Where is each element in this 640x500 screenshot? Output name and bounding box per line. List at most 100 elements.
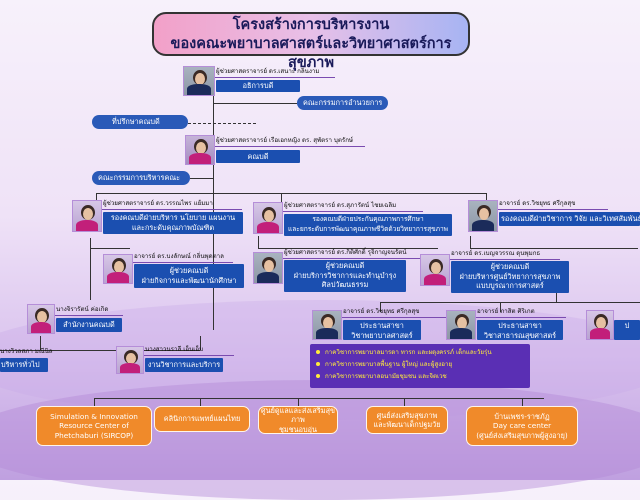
dean-name: ผู้ช่วยศาสตราจารย์ ดร.เสนาะ กลิ่นงาม: [216, 68, 320, 75]
connector-line: [470, 248, 638, 249]
faculty-dean-photo: [185, 135, 215, 165]
office-head-name: นางจิรารัตน์ ค่อเกิด: [56, 306, 109, 313]
chart-title: โครงสร้างการบริหารงาน ของคณะพยาบาลศาสตร์…: [152, 12, 470, 71]
program-head-2-title: ประธานสาขา วิชาสาธารณสุขศาสตร์: [477, 320, 563, 340]
name-underline: [215, 137, 365, 147]
connector-line: [200, 336, 201, 350]
connector-line: [213, 103, 297, 104]
name-underline: [283, 249, 441, 259]
vice-dean-1-title-line-2: และกระดับคุณภาพบัณฑิต: [131, 222, 215, 232]
bullet-icon: [316, 374, 320, 378]
name-underline: [215, 68, 335, 78]
assistant-dean-2-title-line-3: ศิลปวัฒนธรรม: [321, 280, 369, 289]
program-head-1-title-line-1: ประธานสาขา: [360, 321, 404, 330]
vice-dean-2-name: ผู้ช่วยศาสตราจารย์ ดร.สุภารัตน์ ไชยเฉลิม: [284, 202, 397, 209]
program-head-2-title-line-1: ประธานสาขา: [498, 321, 542, 330]
program-head-3-photo: [586, 310, 614, 340]
connector-line: [96, 193, 97, 203]
general-admin-title: บริหารทั่วไป: [0, 358, 48, 372]
office-head-title: สำนักงานคณบดี: [56, 318, 122, 332]
name-underline: [342, 308, 454, 318]
program-head-3-title-line-1: ป: [624, 321, 630, 330]
assistant-dean-1-name: อาจารย์ ดร.บงลักษณ์ กลิ่นพุดตาล: [134, 253, 224, 260]
vice-dean-2-photo: [253, 202, 283, 234]
academic-service-photo: [116, 346, 144, 374]
connector-line: [500, 302, 501, 312]
program-item-label: กาควิชาการพยาบาลพื้นฐาน ผู้ใหญ่ และผู้สู…: [325, 361, 453, 368]
program-head-1-title: ประธานสาขา วิชาพยาบาลศาสตร์: [343, 320, 421, 340]
unit-child-development: ศูนย์ส่งเสริมสุขภาพ และพัฒนาเด็กปฐมวัย: [366, 406, 448, 434]
assistant-dean-2-name: ผู้ช่วยศาสตราจารย์ ดร.กิติศักดิ์ รุจิกาญ…: [284, 249, 407, 256]
advisor-box: ที่ปรึกษาคณบดี: [92, 115, 188, 129]
connector-line: [94, 398, 95, 406]
assistant-dean-1-title: ผู้ช่วยคณบดี ฝ่ายกิจการและพัฒนานักศึกษา: [134, 264, 244, 288]
name-underline: [283, 202, 423, 212]
academic-service-name: นางสาวนราลี เอ็นเอ็ม: [145, 346, 204, 353]
connector-line: [380, 302, 640, 303]
name-underline: [133, 253, 233, 263]
general-admin-name: นางวิวลสภา มณีนิล: [0, 348, 53, 355]
assistant-dean-2-title-line-2: ฝ่ายบริการวิชาการและทำนุบำรุง: [293, 270, 397, 280]
unit-sircop-line-3: Phetchaburi (SIRCOP): [54, 430, 134, 440]
unit-child-development-line-1: ศูนย์ส่งเสริมสุขภาพ: [376, 410, 438, 420]
assistant-dean-3-name: อาจารย์ ดร.เบญจวรรณ ดุนพุมกธ: [451, 250, 541, 257]
faculty-dean-name: ผู้ช่วยศาสตราจารย์ เรือเอกหญิง ดร. สุพัต…: [216, 137, 354, 144]
vice-dean-3-photo: [468, 200, 498, 232]
connector-line: [404, 398, 405, 406]
name-underline: [476, 308, 566, 318]
title-line-2: ของคณะพยาบาลศาสตร์และวิทยาศาสตร์การสุขภา…: [170, 36, 452, 71]
unit-community-health: ศูนย์ดูแลและส่งเสริมสุขภาพ ชุมชนอบอุ่น: [258, 406, 338, 434]
program-item: กาควิชาการพยาบาลอนามัยชุมชน และจิตเวช: [316, 371, 524, 383]
vice-dean-2-title: รองคณบดีฝ่ายประกันคุณภาพการศึกษา และยกระ…: [284, 214, 452, 236]
connector-line: [258, 236, 259, 248]
program-list-box: กาควิชาการพยาบาลมารดา ทารก และผดุงครรภ์ …: [310, 344, 530, 388]
connector-line: [90, 238, 91, 300]
unit-thai-medicine-clinic: คลินิกการแพทย์แผนไทย: [154, 406, 250, 432]
connector-line: [96, 193, 486, 194]
dashed-connector: [188, 123, 256, 124]
vice-dean-1-title: รองคณบดีฝ่ายบริหาร นโยบาย แผนงาน และกระด…: [103, 212, 243, 234]
program-head-2-title-line-2: วิชาสาธารณสุขศาสตร์: [483, 330, 557, 340]
unit-sircop-line-1: Simulation & Innovation: [50, 411, 138, 421]
program-head-1-name: อาจารย์ ดร.วิชยุทธ ศรีกุลสุข: [343, 308, 420, 315]
connector-line: [40, 336, 41, 350]
connector-line: [281, 193, 282, 203]
admin-committee-box: คณะกรรมการบริหารคณะ: [92, 171, 190, 185]
connector-line: [90, 248, 130, 249]
dean-photo: [183, 66, 215, 96]
vice-dean-1-photo: [72, 200, 102, 232]
title-line-1: โครงสร้างการบริหารงาน: [232, 17, 390, 33]
vice-dean-1-title-line-1: รองคณบดีฝ่ายบริหาร นโยบาย แผนงาน: [110, 213, 236, 222]
assistant-dean-2-photo: [253, 252, 283, 284]
program-head-1-photo: [312, 310, 342, 340]
assistant-dean-3-photo: [420, 254, 450, 286]
assistant-dean-3-title: ผู้ช่วยคณบดี ฝ่ายบริหารศูนย์วิทยาการสุขภ…: [451, 261, 569, 293]
program-item-label: กาควิชาการพยาบาลมารดา ทารก และผดุงครรภ์ …: [325, 349, 492, 356]
connector-line: [470, 236, 471, 248]
program-head-1-title-line-2: วิชาพยาบาลศาสตร์: [351, 330, 413, 340]
bullet-icon: [316, 350, 320, 354]
connector-line: [522, 398, 523, 406]
connector-line: [556, 290, 557, 302]
program-head-3-title: ป: [614, 320, 640, 340]
unit-day-care-center: บ้านเพชร-ราชภัฏ Day care center (ศูนย์ส่…: [466, 406, 578, 446]
unit-day-care-center-line-2: Day care center: [492, 421, 552, 431]
policy-committee-box: คณะกรรมการอำนวยการ: [297, 96, 389, 110]
name-underline: [498, 200, 608, 210]
vice-dean-2-title-line-1: รองคณบดีฝ่ายประกันคุณภาพการศึกษา: [312, 215, 424, 223]
academic-service-title: งานวิชาการและบริการ: [145, 358, 223, 372]
vice-dean-2-title-line-2: และยกระดับการพัฒนาคุณภาพชีวิตด้วยวิทยากา…: [288, 224, 448, 233]
name-underline: [55, 306, 123, 316]
assistant-dean-1-photo: [103, 254, 133, 284]
unit-day-care-center-line-1: บ้านเพชร-ราชภัฏ: [494, 411, 550, 421]
program-item-label: กาควิชาการพยาบาลอนามัยชุมชน และจิตเวช: [325, 373, 447, 380]
connector-line: [486, 193, 487, 203]
unit-sircop: Simulation & Innovation Resource Center …: [36, 406, 152, 446]
program-item: กาควิชาการพยาบาลพื้นฐาน ผู้ใหญ่ และผู้สู…: [316, 359, 524, 371]
assistant-dean-2-title: ผู้ช่วยคณบดี ฝ่ายบริการวิชาการและทำนุบำร…: [284, 260, 406, 292]
unit-thai-medicine-clinic-label: คลินิกการแพทย์แผนไทย: [163, 414, 241, 424]
connector-line: [258, 248, 438, 249]
connector-line: [94, 398, 544, 399]
unit-child-development-line-2: และพัฒนาเด็กปฐมวัย: [373, 420, 441, 429]
assistant-dean-3-title-line-1: ผู้ช่วยคณบดี: [490, 262, 530, 271]
